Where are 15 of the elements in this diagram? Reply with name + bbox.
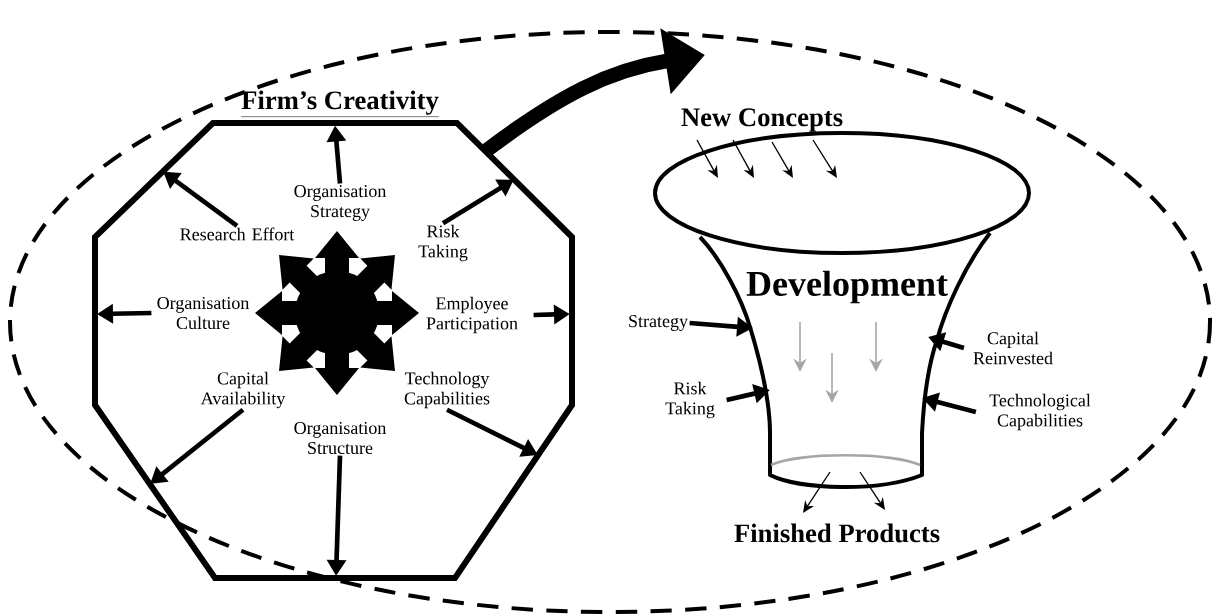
node-label: Strategy bbox=[629, 315, 688, 331]
node-label: Organisation Strategy bbox=[294, 185, 387, 221]
node-label: Technological Capabilities bbox=[989, 393, 1091, 431]
node-label: Capital Availability bbox=[200, 371, 286, 409]
funnel-caption: Finished Products bbox=[734, 523, 940, 543]
node-label: Capital Reinvested bbox=[973, 331, 1053, 365]
funnel-caption: New Concepts bbox=[681, 108, 843, 132]
node-label: Organisation Culture bbox=[157, 296, 250, 330]
node-label: Research Effort bbox=[180, 227, 295, 241]
heading: Firm’s Creativity bbox=[240, 90, 440, 117]
node-label: Organisation Structure bbox=[294, 421, 387, 455]
node-label: Technology Capabilities bbox=[404, 371, 490, 409]
node-label: Employee Participation bbox=[426, 296, 518, 334]
funnel-title: Development bbox=[746, 270, 948, 304]
node-label: Risk Taking bbox=[418, 224, 468, 262]
